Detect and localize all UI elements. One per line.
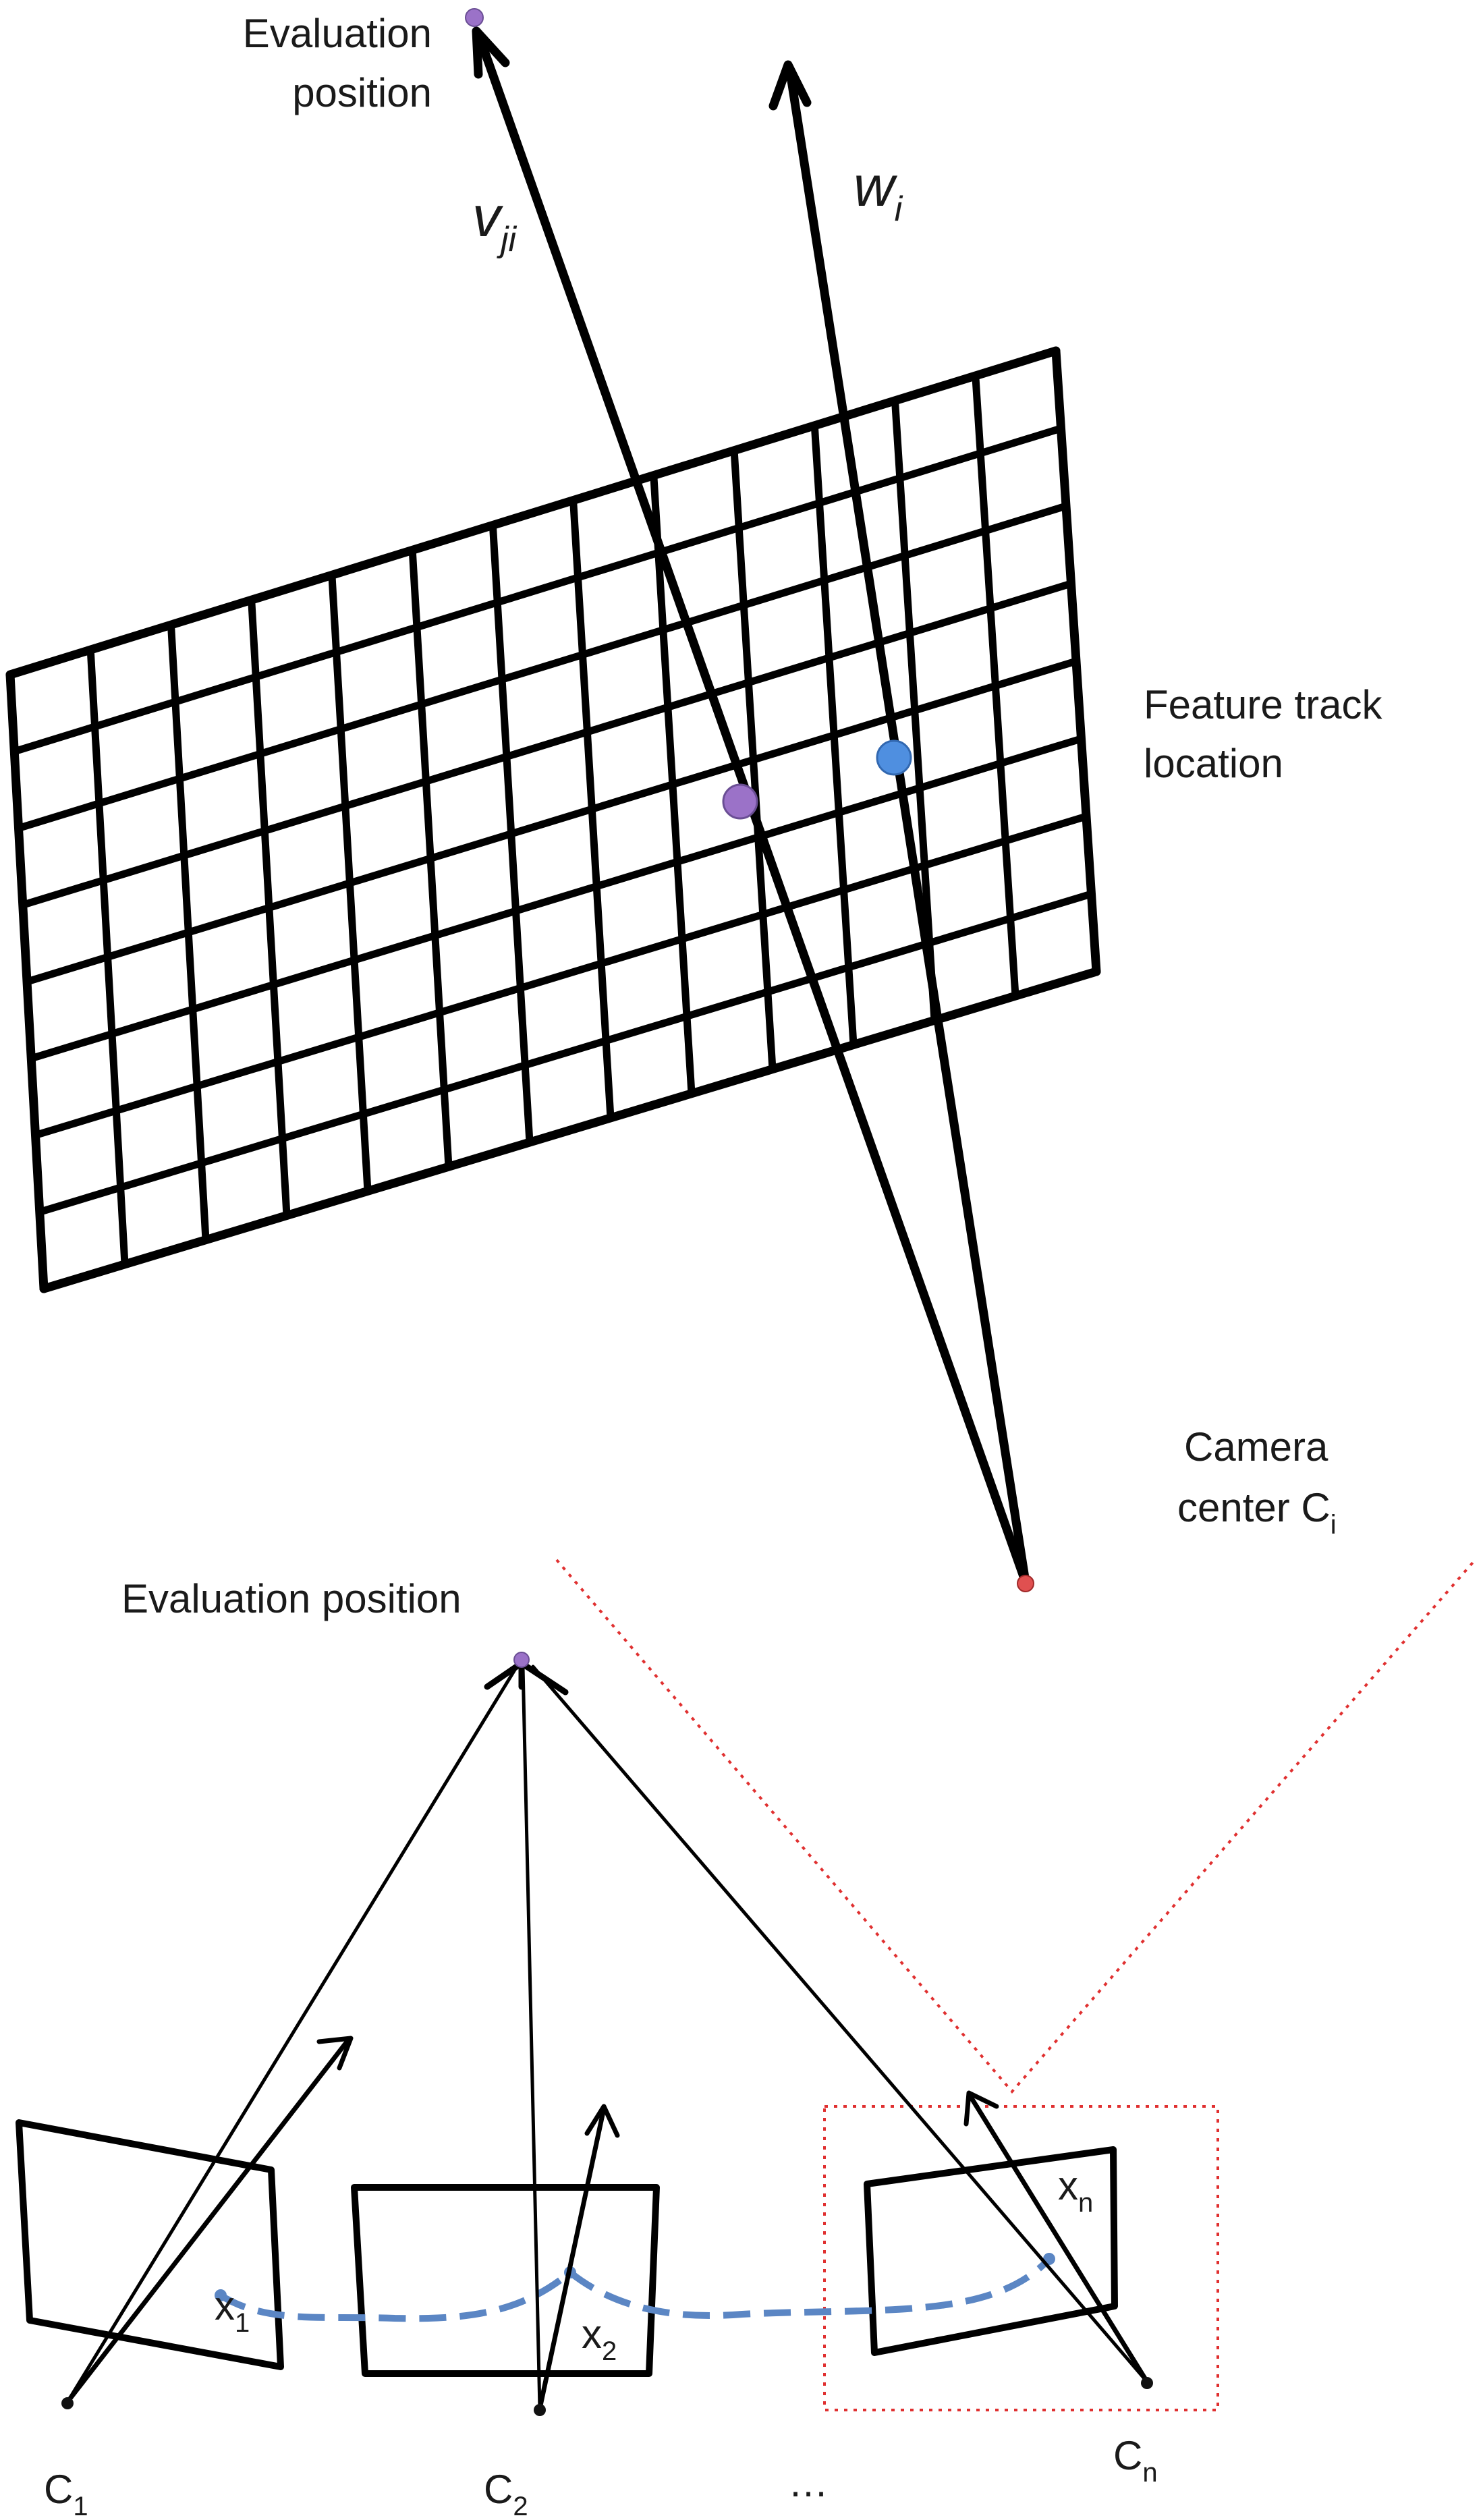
w-i-main: w	[854, 155, 898, 218]
c1-sub: 1	[73, 2492, 88, 2520]
track-point-x1	[215, 2289, 227, 2301]
zoom-indicator-lines	[555, 1557, 1478, 2094]
bottom-panel: Evaluation position x1 x2 xn C1 C2 Cn …	[16, 1557, 1478, 2520]
grid-line-horizontal	[15, 502, 1070, 832]
x2-label: x2	[582, 2312, 617, 2366]
ray-c2-evaluation	[521, 1664, 542, 2411]
ellipsis-label: …	[788, 2460, 829, 2505]
image-plane-grid	[5, 346, 1101, 1293]
grid-border-left	[5, 670, 49, 1293]
camera-1-image-plane	[16, 2119, 284, 2370]
feature-track-label-line1: Feature track	[1144, 682, 1382, 727]
v-ji-label: vji	[472, 185, 517, 259]
zoom-box	[823, 2105, 1219, 2411]
feature-track-label-line2: location	[1144, 741, 1283, 786]
feature-point-v	[722, 783, 758, 820]
ray-c1-x1	[65, 2038, 350, 2405]
arrowhead-c1-x1	[316, 2036, 354, 2071]
bottom-evaluation-point	[513, 1652, 530, 1668]
grid-border-bottom	[39, 967, 1101, 1293]
grid-line-horizontal	[23, 657, 1080, 986]
camera-center-c2	[534, 2404, 546, 2416]
top-evaluation-label-line1: Evaluation	[243, 11, 432, 56]
top-evaluation-label-line2: position	[292, 70, 432, 115]
feature-track-curve	[219, 2256, 1052, 2322]
w-i-label: wi	[854, 155, 903, 229]
arrowhead-w-i	[768, 60, 812, 111]
grid-border-right	[1051, 346, 1101, 976]
v-ji-sub: ji	[497, 220, 517, 259]
camera-center-c1	[61, 2397, 74, 2409]
ray-w-i	[785, 63, 1030, 1587]
w-i-sub: i	[895, 190, 903, 229]
v-ji-main: v	[472, 185, 504, 248]
feature-point-w	[876, 739, 912, 776]
x1-label: x1	[215, 2283, 250, 2338]
top-panel: Evaluation position vji wi Feature track…	[5, 8, 1382, 1592]
ray-cn-evaluation	[531, 1664, 1149, 2384]
x1-main: x	[215, 2283, 235, 2328]
x2-sub: 2	[602, 2336, 617, 2366]
camera-center-label-line1: Camera	[1184, 1424, 1328, 1469]
c1-label: C1	[44, 2467, 88, 2520]
x2-main: x	[582, 2312, 602, 2357]
evaluation-point	[465, 8, 484, 27]
arrowhead-v-ji	[472, 26, 510, 79]
arrowhead-c2-x2	[584, 2104, 620, 2138]
grid-line-horizontal	[19, 580, 1075, 909]
cn-label: Cn	[1113, 2433, 1158, 2488]
camera-n-image-plane	[864, 2146, 1118, 2356]
c1-main: C	[44, 2467, 73, 2512]
bottom-evaluation-label: Evaluation position	[121, 1576, 461, 1621]
c2-sub: 2	[513, 2492, 528, 2520]
ray-cn-xn	[967, 2092, 1150, 2384]
xn-main: x	[1058, 2163, 1078, 2208]
c2-main: C	[484, 2467, 513, 2512]
grid-line-horizontal	[36, 890, 1095, 1216]
xn-label: xn	[1058, 2163, 1093, 2218]
grid-border-top	[5, 346, 1061, 679]
arrowhead-cn-xn	[963, 2090, 999, 2127]
arrowhead-evaluation	[484, 1660, 569, 1696]
camera-center-point	[1017, 1575, 1034, 1592]
ray-c2-x2	[537, 2106, 607, 2411]
camera-center-main: center C	[1177, 1485, 1331, 1530]
cn-sub: n	[1142, 2458, 1157, 2488]
cn-main: C	[1113, 2433, 1142, 2478]
camera-center-cn	[1141, 2377, 1153, 2389]
camera-2-image-plane	[351, 2184, 660, 2377]
x1-sub: 1	[235, 2308, 250, 2338]
camera-center-sub: i	[1331, 1510, 1337, 1540]
c2-label: C2	[484, 2467, 528, 2520]
ray-c1-evaluation	[65, 1664, 519, 2404]
xn-sub: n	[1078, 2188, 1093, 2218]
grid-line-horizontal	[10, 424, 1065, 756]
camera-center-label-line2: center Ci	[1177, 1485, 1337, 1540]
